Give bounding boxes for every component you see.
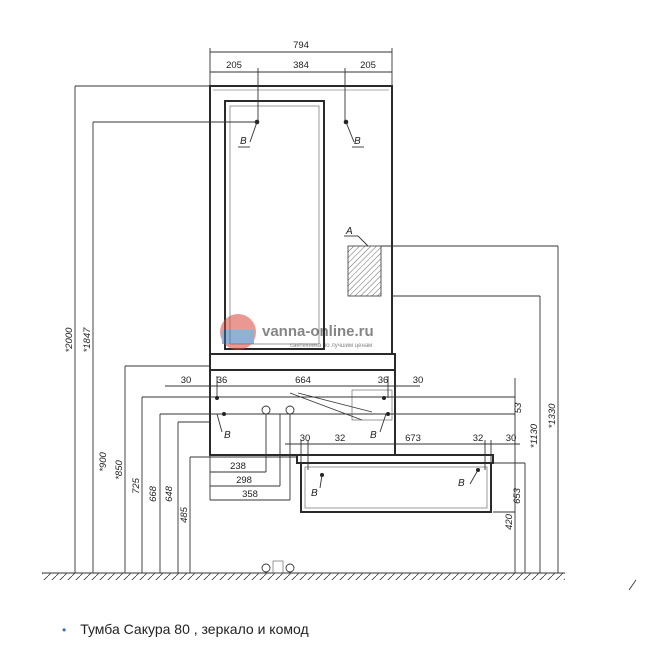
floor-outlet bbox=[261, 560, 295, 574]
leader-lines bbox=[75, 85, 558, 464]
dim-1130: *1130 bbox=[529, 423, 540, 448]
dim-238: 238 bbox=[230, 461, 246, 472]
watermark: vanna-online.ru сантехника по лучшим цен… bbox=[220, 314, 374, 350]
dim-1847: *1847 bbox=[82, 327, 93, 353]
watermark-name: vanna-online.ru bbox=[262, 323, 374, 340]
marker-a: A bbox=[345, 226, 353, 237]
cab-dim-30-right: 30 bbox=[413, 375, 424, 386]
marker-b-3: B bbox=[224, 430, 231, 441]
dim-653: 653 bbox=[512, 487, 523, 504]
dim-900: *900 bbox=[98, 452, 109, 472]
caption: • Тумба Сакура 80 , зеркало и комод bbox=[62, 621, 309, 637]
dim-2000: *2000 bbox=[64, 327, 75, 353]
dim-center-384: 384 bbox=[293, 60, 309, 71]
mirror-cabinet bbox=[209, 85, 393, 355]
marker-b-2: B bbox=[354, 136, 361, 147]
right-vertical-dims bbox=[493, 246, 559, 573]
marker-b-4: B bbox=[370, 430, 377, 441]
chest-dim-30-right: 30 bbox=[506, 433, 517, 444]
chest-dim-30-left: 30 bbox=[300, 433, 311, 444]
dim-right-205: 205 bbox=[360, 60, 376, 71]
cab-dim-36-left: 36 bbox=[217, 375, 228, 386]
cab-dim-664: 664 bbox=[295, 375, 311, 386]
cab-dim-36-right: 36 bbox=[378, 375, 389, 386]
chest-of-drawers bbox=[296, 454, 494, 513]
dim-358: 358 bbox=[242, 489, 258, 500]
top-dimension-lines bbox=[209, 48, 393, 122]
dim-725: 725 bbox=[131, 477, 142, 494]
dim-298: 298 bbox=[236, 475, 252, 486]
dim-1330: *1330 bbox=[547, 403, 558, 429]
floor-line bbox=[42, 572, 565, 580]
hatched-panel-a bbox=[347, 245, 382, 297]
dim-420: 420 bbox=[504, 513, 515, 530]
marker-b-5: B bbox=[311, 488, 318, 499]
chest-dim-32-right: 32 bbox=[473, 433, 484, 444]
dim-668: 668 bbox=[148, 485, 159, 502]
marker-b-6: B bbox=[458, 478, 465, 489]
dim-485: 485 bbox=[179, 506, 190, 523]
watermark-tagline: сантехника по лучшим ценам bbox=[290, 343, 372, 349]
vanity-cabinet bbox=[209, 353, 396, 456]
marker-b-1: B bbox=[240, 136, 247, 147]
dim-overall-width: 794 bbox=[293, 40, 309, 51]
cab-dim-30-left: 30 bbox=[181, 375, 192, 386]
chest-dim-32-left: 32 bbox=[335, 433, 346, 444]
dim-left-205: 205 bbox=[226, 60, 242, 71]
caption-text: Тумба Сакура 80 , зеркало и комод bbox=[80, 621, 309, 637]
bullet-icon: • bbox=[62, 623, 67, 637]
dim-850: *850 bbox=[114, 460, 125, 480]
chest-dim-673: 673 bbox=[405, 433, 421, 444]
left-vertical-dims bbox=[74, 86, 191, 573]
dim-648: 648 bbox=[164, 485, 175, 502]
dim-53: 53 bbox=[513, 402, 524, 413]
